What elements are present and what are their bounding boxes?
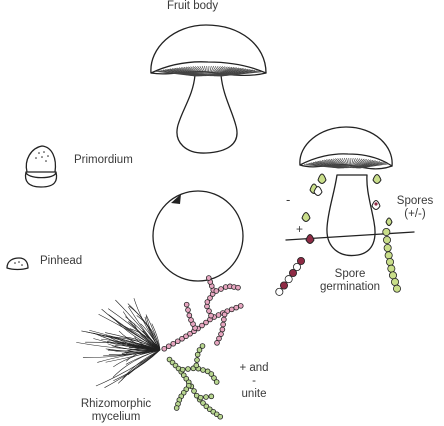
label-fruit-body: Fruit body bbox=[167, 0, 219, 12]
uniting-hyphae bbox=[161, 275, 244, 420]
label-pinhead: Pinhead bbox=[40, 255, 83, 267]
label-unite-line1: + and bbox=[239, 362, 269, 374]
label-primordium: Primordium bbox=[74, 154, 133, 166]
label-germination-line2: germination bbox=[319, 281, 381, 293]
label-minus: - bbox=[286, 192, 291, 207]
label-rhizo-line2: mycelium bbox=[91, 411, 141, 423]
label-rhizomorphic-mycelium: Rhizomorphic mycelium bbox=[68, 398, 164, 424]
fruit-body-mushroom bbox=[150, 24, 267, 154]
label-spore-germination: Spore germination bbox=[310, 268, 390, 294]
label-rhizo-line1: Rhizomorphic bbox=[80, 398, 152, 410]
primordium-icon bbox=[24, 145, 58, 188]
label-spores: Spores (+/-) bbox=[395, 195, 435, 221]
label-unite: + and - unite bbox=[232, 362, 276, 401]
label-spores-line1: Spores bbox=[396, 195, 434, 207]
label-plus: + bbox=[296, 222, 304, 236]
germinating-hyphae bbox=[275, 217, 401, 296]
pinhead-icon bbox=[6, 257, 29, 271]
label-germination-line1: Spore bbox=[334, 268, 366, 280]
rhizomorphic-mycelium bbox=[76, 298, 161, 388]
label-unite-line3: unite bbox=[241, 388, 267, 400]
falling-spores bbox=[301, 173, 382, 244]
label-unite-line2: - bbox=[252, 375, 256, 387]
cycle-circle bbox=[152, 190, 244, 282]
sporulating-mushroom bbox=[285, 126, 415, 257]
label-spores-line2: (+/-) bbox=[404, 208, 426, 220]
